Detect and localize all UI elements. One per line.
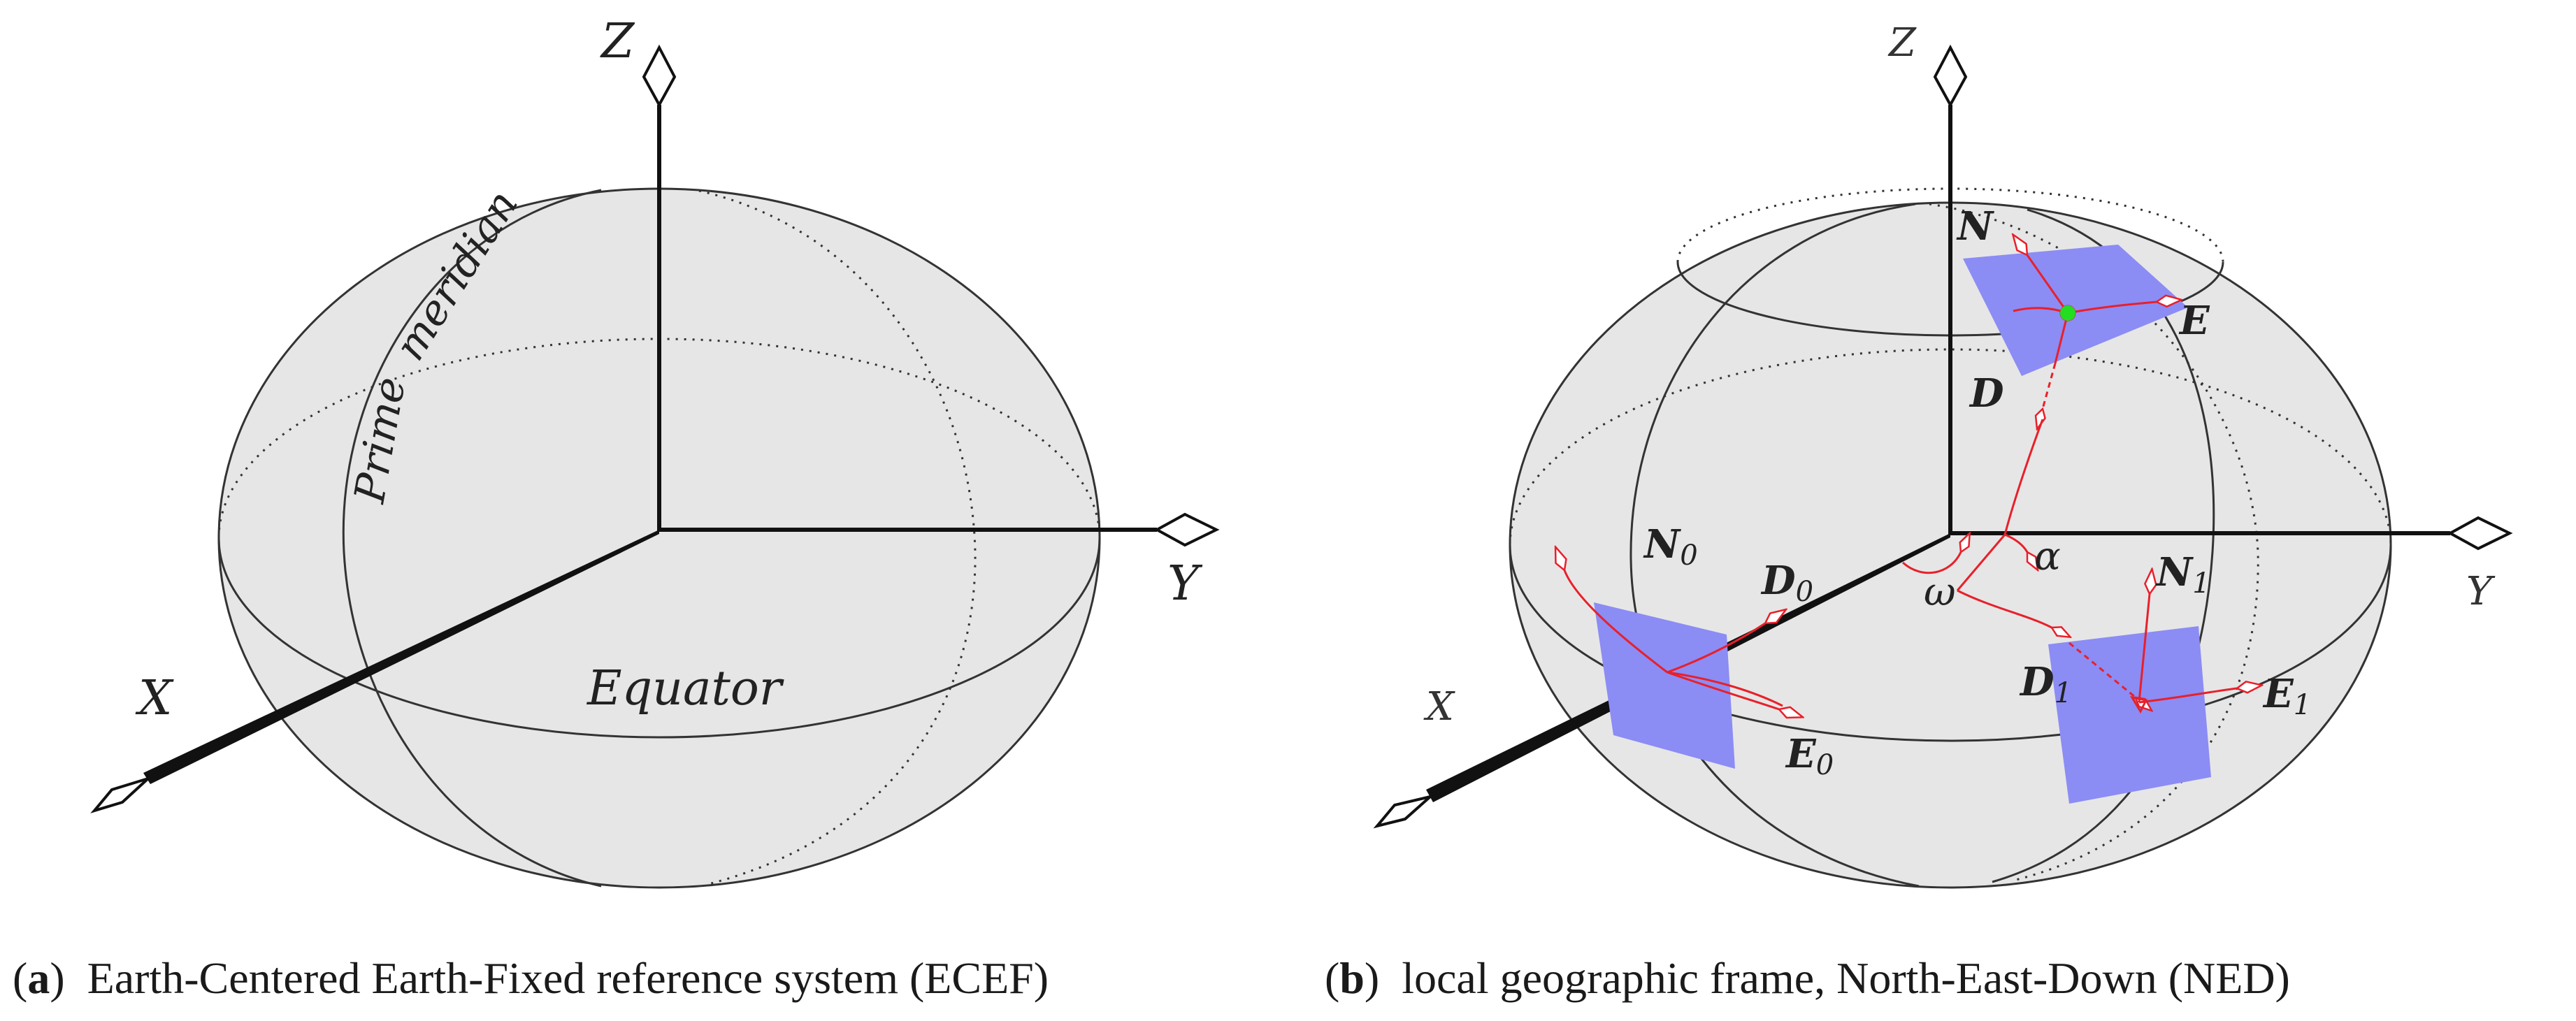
x-arrowhead-a	[90, 777, 150, 813]
frame1-radial	[1957, 589, 2052, 628]
alpha-arc	[2004, 533, 2027, 552]
frame0-equator-arc	[1667, 671, 1783, 707]
frame0-east	[1667, 671, 1779, 709]
y-label-a: Y	[1167, 556, 1203, 611]
back-meridian-a	[698, 189, 977, 886]
frame1-down-subscript: 1	[2055, 677, 2072, 709]
x-axis-a	[143, 530, 659, 784]
frame0-north-subscript: 0	[1680, 540, 1697, 572]
frame1-east-subscript: 1	[2294, 689, 2311, 721]
frame0-north	[1564, 570, 1668, 674]
caption-b-tag: b	[1339, 953, 1365, 1003]
frame0-down-letter: D	[1760, 558, 1796, 604]
vector-geometry	[1564, 255, 2237, 711]
frame1-north-letter: N	[2155, 549, 2194, 595]
omega-label: ω	[1924, 570, 1956, 615]
y-arrowhead-b	[2447, 516, 2513, 551]
top-frame-down-dashed	[2043, 363, 2057, 409]
equator-front-a	[217, 537, 1101, 739]
frame1-east-letter: E	[2262, 671, 2294, 717]
frame0-north-label: N0	[1643, 521, 1698, 572]
x-arrowhead-b	[1373, 795, 1432, 829]
caption-a-text: Earth-Centered Earth-Fixed reference sys…	[87, 953, 1049, 1003]
tangent-plane-top	[1963, 245, 2188, 376]
frame0-down-label: D0	[1760, 558, 1813, 608]
top-north-label: N	[1956, 203, 1994, 249]
top-frame-north	[2027, 255, 2069, 314]
omega-arc	[1902, 552, 1961, 574]
alpha-label: α	[2034, 534, 2061, 579]
frame1-north-label: N1	[2155, 549, 2210, 600]
z-label-a: Z	[600, 14, 635, 69]
panel-a: Z Y X Prime meridian Equator	[90, 14, 1220, 889]
top-frame-down	[2054, 312, 2069, 364]
frame1-down	[2068, 642, 2136, 697]
prime-meridian-a	[342, 189, 602, 888]
frame1-north	[2138, 594, 2150, 703]
top-normal-line	[2003, 419, 2044, 535]
equator-front-b	[1509, 544, 2392, 742]
frame0-north-letter: N	[1643, 521, 1681, 567]
meridian-back-b	[1929, 203, 2259, 882]
frame0-east-subscript: 0	[1816, 749, 1834, 781]
frame0-down-subscript: 0	[1796, 576, 1813, 608]
z-arrowhead-a	[642, 44, 677, 108]
z-label-b: Z	[1887, 20, 1917, 66]
top-east-label: E	[2178, 298, 2210, 344]
y-label-b: Y	[2466, 569, 2496, 614]
frame1-east	[2138, 688, 2237, 704]
frame1-east-label: E1	[2262, 671, 2311, 721]
y-arrowhead-a	[1153, 512, 1220, 547]
equator-back-b	[1509, 348, 2392, 546]
frame1-north-subscript: 1	[2192, 567, 2210, 600]
equator-label: Equator	[586, 661, 784, 716]
tangent-plane-1	[2048, 626, 2211, 804]
x-label-a: X	[135, 671, 174, 726]
meridian-front-left-b	[1629, 203, 1920, 888]
top-down-label: D	[1969, 370, 2004, 417]
frame1-marker	[2129, 695, 2148, 714]
top-frame-east	[2067, 302, 2157, 314]
frame0-east-label: E0	[1785, 731, 1834, 781]
z-arrowhead-b	[1933, 44, 1968, 108]
x-label-b: X	[1423, 684, 1455, 730]
frame1-down-letter: D	[2019, 659, 2055, 705]
frame1-down-label: D1	[2019, 659, 2072, 709]
caption-b-text: local geographic frame, North-East-Down …	[1402, 953, 2290, 1003]
top-origin-point	[2060, 305, 2075, 321]
caption-b: (b) local geographic frame, North-East-D…	[1325, 953, 2290, 1003]
frame0-down	[1667, 623, 1765, 674]
frame0-east-letter: E	[1785, 731, 1817, 777]
panel-b: Z Y X	[1373, 20, 2513, 889]
caption-a: (a) Earth-Centered Earth-Fixed reference…	[13, 953, 1049, 1003]
radial-line-alpha	[1956, 534, 2006, 591]
caption-a-tag: a	[27, 953, 50, 1003]
tangent-plane-0	[1594, 602, 1735, 769]
